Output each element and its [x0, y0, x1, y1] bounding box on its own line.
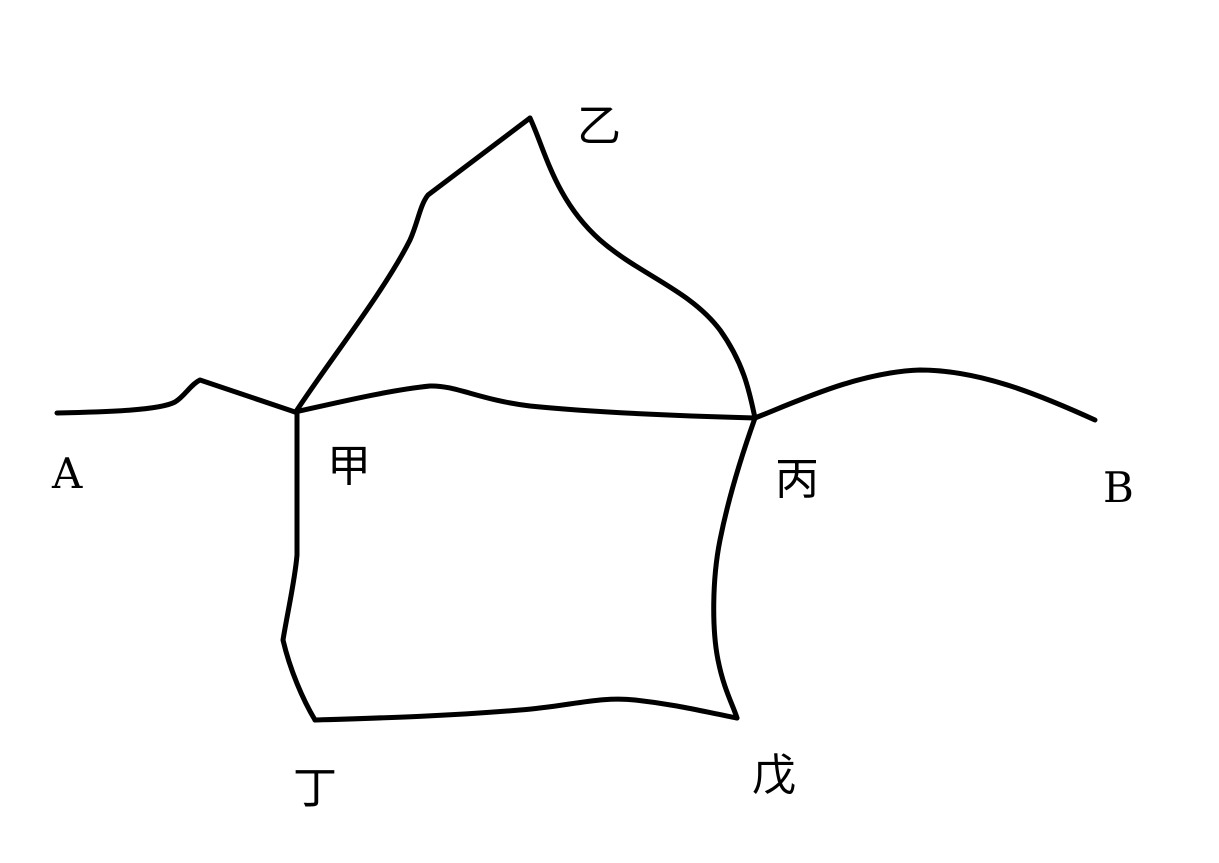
route-a-jia — [54, 377, 298, 416]
route-bing-b — [752, 367, 1098, 423]
label-bing: 丙 — [775, 454, 819, 505]
label-b: B — [1103, 463, 1134, 512]
label-yi: 乙 — [577, 101, 621, 152]
route-jia-bing — [292, 383, 758, 421]
route-jia-ding — [280, 409, 318, 723]
label-jia: 甲 — [327, 441, 371, 492]
label-ding: 丁 — [293, 763, 337, 814]
route-jia-yi — [294, 115, 533, 413]
route-bing-wu — [711, 415, 758, 721]
label-wu: 戊 — [752, 750, 796, 801]
label-a: A — [51, 449, 83, 498]
route-ding-wu — [312, 696, 740, 723]
route-yi-bing — [527, 115, 758, 421]
